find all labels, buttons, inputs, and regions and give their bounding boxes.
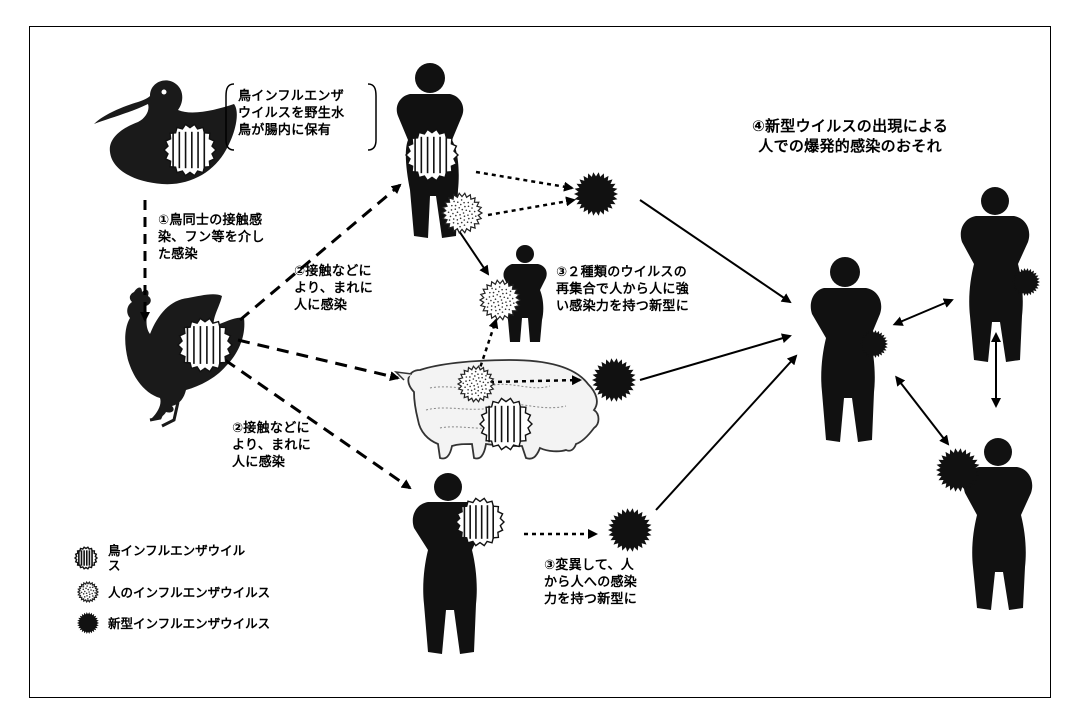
legend-item-human-flu: 人のインフルエンザウイルス	[76, 580, 270, 604]
human-flu-virus-pig	[456, 365, 496, 403]
duck-icon	[94, 80, 237, 185]
human-flu-virus-person-top	[440, 192, 484, 234]
human-flu-virus-small-person	[478, 279, 522, 321]
new-flu-virus-right-top-person	[1012, 268, 1040, 296]
legend-label: 鳥インフルエンザウイル ス	[108, 543, 246, 573]
new-flu-virus-center-person	[860, 330, 888, 358]
legend-new-flu-glyph	[77, 612, 99, 634]
bird-flu-virus-duck	[162, 123, 218, 177]
label-step2-upper: ②接触などに より、まれに 人に感染	[294, 264, 374, 313]
person-center-icon	[810, 257, 882, 442]
person-right-bottom-icon	[963, 438, 1033, 610]
legend-item-new-flu: 新型インフルエンザウイルス	[76, 610, 270, 636]
bird-flu-virus-icon	[74, 546, 99, 570]
new-flu-virus-bottom	[608, 508, 652, 552]
label-step3-mutate: ③変異して、人 から人への感染 力を持つ新型に	[544, 558, 638, 607]
label-wild-bird: 鳥インフルエンザ ウイルスを野生水 鳥が腸内に保有	[238, 89, 345, 138]
person-right-top-icon	[960, 187, 1030, 362]
legend-label: 人のインフルエンザウイルス	[108, 584, 271, 600]
person-middle-small-icon	[503, 245, 547, 342]
legend-item-bird-flu: 鳥インフルエンザウイル ス	[74, 543, 245, 573]
person-bottom-icon	[412, 473, 484, 654]
new-flu-virus-top	[574, 172, 618, 216]
label-bracket	[225, 83, 377, 151]
new-flu-virus-right-bottom-person	[936, 448, 980, 492]
legend-label: 新型インフルエンザウイルス	[108, 615, 271, 631]
new-flu-virus-middle	[592, 358, 636, 402]
new-flu-virus-icon	[77, 612, 99, 634]
bird-flu-virus-person-top	[404, 128, 460, 182]
bird-flu-virus-chicken	[176, 317, 234, 373]
human-flu-virus-icon	[76, 580, 100, 604]
arrows	[140, 170, 1001, 539]
label-step3-reassort: ③２種類のウイルスの 再集合で人から人に強 い感染力を持つ新型に	[556, 265, 690, 314]
virus-layer	[162, 123, 1040, 552]
label-step2-lower: ②接触などに より、まれに 人に感染	[232, 421, 312, 470]
bird-flu-virus-pig	[478, 397, 534, 451]
label-step1: ①鳥同士の接触感 染、フン等を介し た感染	[158, 213, 265, 262]
bird-flu-virus-person-bottom	[454, 497, 506, 547]
legend-bird-flu-glyph	[74, 546, 99, 570]
label-step4: ④新型ウイルスの出現による 人での爆発的感染のおそれ	[752, 117, 949, 155]
legend-human-flu-glyph	[76, 580, 100, 604]
